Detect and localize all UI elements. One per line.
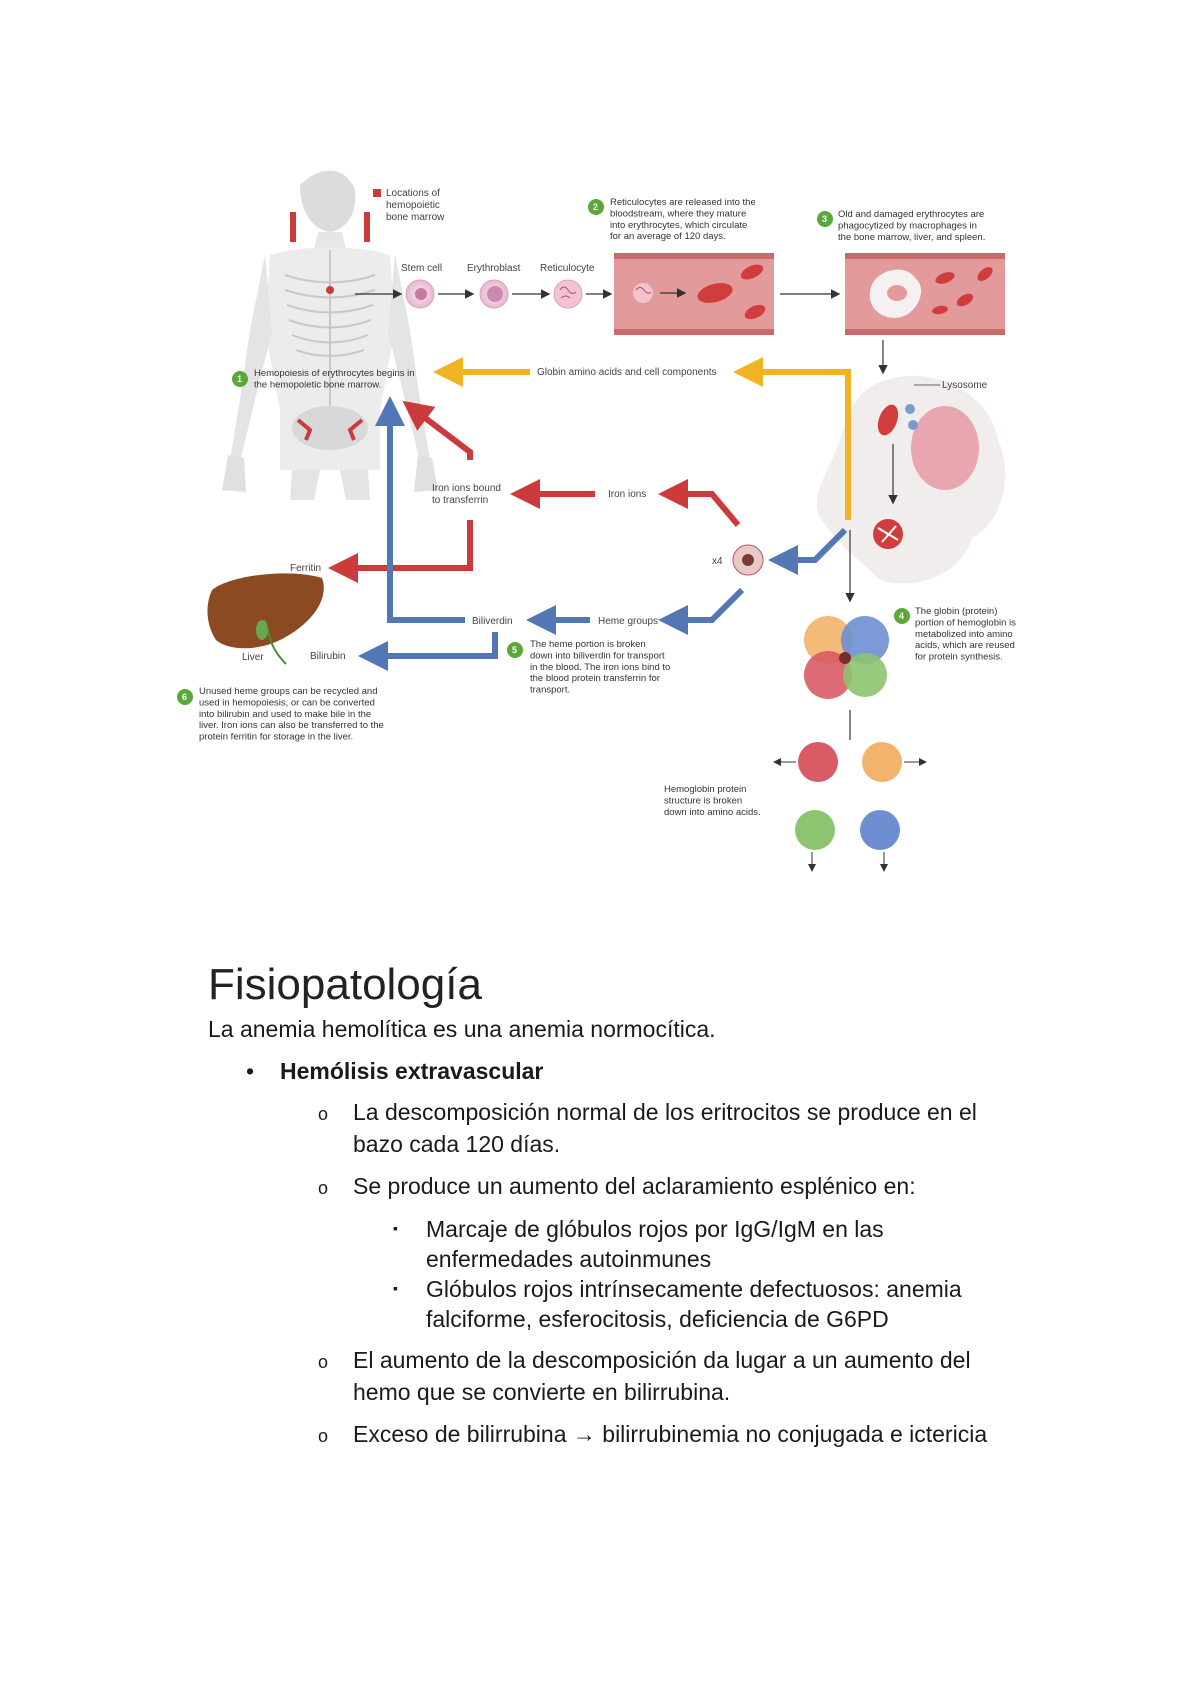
list-item-title: Hemólisis extravascular [280,1058,544,1084]
globin-amino-label: Globin amino acids and cell components [537,367,717,378]
skeleton-illustration [222,170,438,500]
list-item-text: La descomposición normal de los eritroci… [353,1099,977,1157]
section-heading: Fisiopatología [208,960,482,1009]
list-item: o El aumento de la descomposición da lug… [208,1344,1008,1408]
blood-vessel-2 [614,253,774,335]
lead-paragraph: La anemia hemolítica es una anemia normo… [208,1016,716,1042]
heme-groups-label: Heme groups [598,616,658,627]
blood-vessel-3 [845,253,1005,335]
globin-arrow [733,357,851,520]
list-item-text: El aumento de la descomposición da lugar… [353,1347,971,1405]
list-item: ▪ Glóbulos rojos intrínsecamente defectu… [208,1274,1008,1334]
lysosome-label: Lysosome [942,380,988,391]
svg-text:5: 5 [512,645,517,655]
x4-label: x4 [712,556,723,567]
svg-text:6: 6 [182,692,187,702]
list-item: o Se produce un aumento del aclaramiento… [208,1170,1008,1334]
list-item-extravascular: • Hemólisis extravascular o La descompos… [208,1056,1008,1450]
list-item: ▪ Marcaje de glóbulos rojos por IgG/IgM … [208,1214,1008,1274]
circle-marker: o [318,1426,329,1446]
bullet-marker: • [246,1058,255,1084]
macrophage-cell [816,375,1006,584]
step-4-text: The globin (protein)portion of hemoglobi… [915,606,1016,663]
list-item-text: Se produce un aumento del aclaramiento e… [353,1173,916,1199]
legend-swatch [373,189,381,197]
list-item: o La descomposición normal de los eritro… [208,1096,1008,1160]
sub-sub-list: ▪ Marcaje de glóbulos rojos por IgG/IgM … [208,1214,1008,1334]
liver-label: Liver [242,652,264,663]
square-marker: ▪ [393,1280,398,1296]
document-body: Fisiopatología La anemia hemolítica es u… [208,958,1008,1450]
circle-marker: o [318,1104,329,1124]
bullet-list: • Hemólisis extravascular o La descompos… [208,1056,1008,1450]
svg-text:3: 3 [822,214,827,224]
globin-chains [795,742,902,850]
list-item: o Exceso de bilirrubina → bilirrubinemia… [208,1418,1008,1450]
stem-cell-label: Stem cell [401,263,442,274]
bilirubin-label: Bilirubin [310,651,346,662]
liver-illustration [207,573,324,665]
svg-text:4: 4 [899,611,904,621]
svg-text:2: 2 [593,202,598,212]
biliverdin-to-marrow-arrow [375,396,465,623]
ferritin-arrow [328,520,473,583]
reticulocyte [553,279,583,309]
circle-marker: o [318,1352,329,1372]
list-item-text: Marcaje de glóbulos rojos por IgG/IgM en… [426,1216,884,1272]
svg-text:1: 1 [237,374,242,384]
list-item-text: Exceso de bilirrubina → bilirrubinemia n… [353,1421,988,1447]
reticulocyte-label: Reticulocyte [540,263,595,274]
iron-arrow-to-marrow [402,400,473,460]
bilirubin-arrow [358,632,498,671]
iron-ions-label: Iron ions [608,489,646,500]
biliverdin-label: Biliverdin [472,616,513,627]
ferritin-label: Ferritin [290,563,321,574]
hemoglobin-tetramer [804,616,889,699]
list-item-text: Glóbulos rojos intrínsecamente defectuos… [426,1276,962,1332]
erythroblast-label: Erythroblast [467,263,521,274]
square-marker: ▪ [393,1220,398,1236]
sub-list: o La descomposición normal de los eritro… [208,1096,1008,1450]
circle-marker: o [318,1178,329,1198]
